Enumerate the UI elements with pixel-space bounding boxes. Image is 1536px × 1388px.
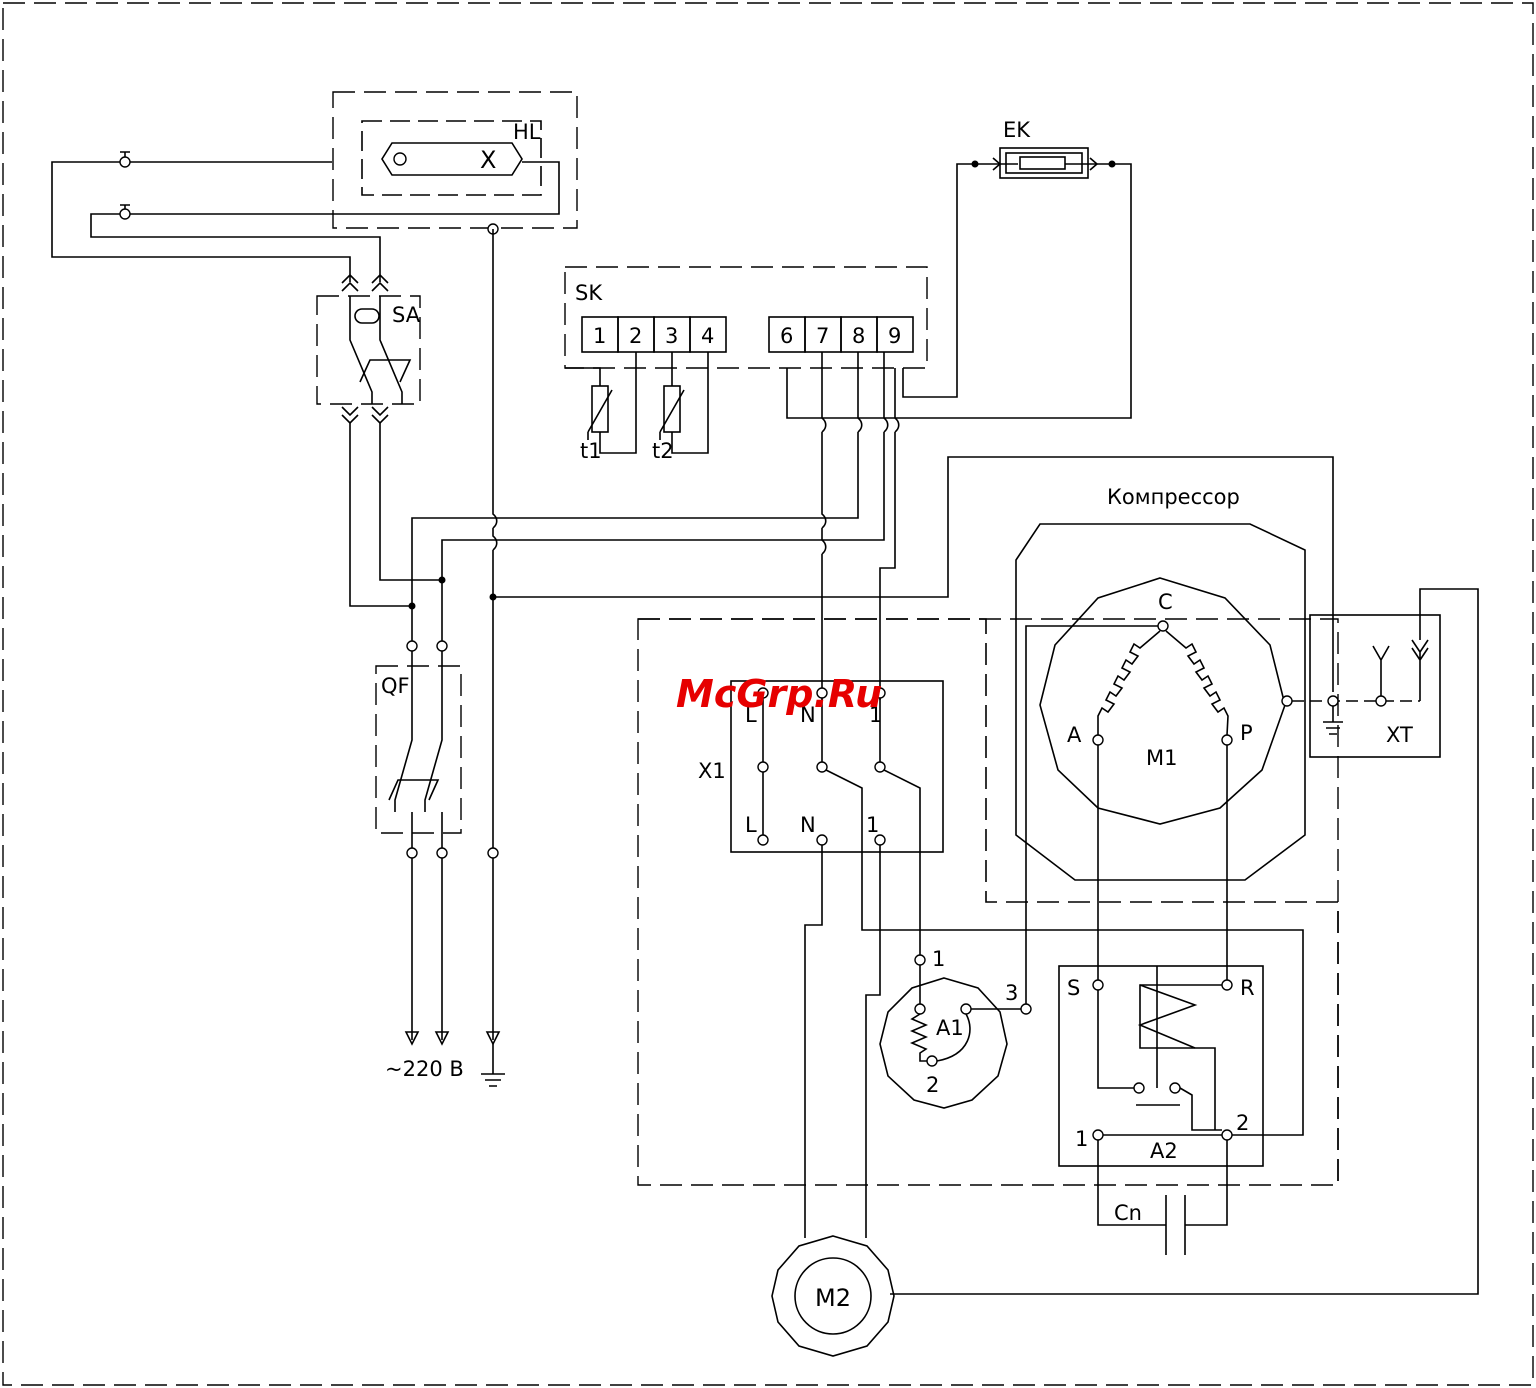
sk-term-6: 6 [780, 324, 793, 348]
xt-label: XT [1386, 723, 1413, 747]
x1-1-to-m2 [866, 845, 880, 1238]
a2-r-label: R [1240, 976, 1255, 1000]
cn-label: Cn [1114, 1201, 1142, 1225]
earth-wire [493, 229, 497, 1040]
supply-terminals: ~220 B [385, 848, 505, 1086]
sk-term-8: 8 [852, 324, 865, 348]
ek-label: EK [1003, 118, 1031, 142]
sk-controller: SK 1 2 3 4 6 7 8 9 [565, 267, 927, 368]
a2-start-relay: S R 1 2 A2 [1059, 966, 1263, 1166]
m1-c-label: C [1158, 590, 1173, 614]
sa-out-2 [380, 423, 442, 580]
supply-label: ~220 B [385, 1057, 464, 1081]
a1-pin3-label: 3 [1005, 981, 1018, 1005]
m1-a-label: A [1067, 723, 1082, 747]
sa-out-1 [350, 423, 412, 606]
a2-pin1-label: 1 [1075, 1127, 1088, 1151]
hl-lamp: X HL [333, 92, 577, 228]
hl-wire-lower [91, 162, 559, 282]
sk-term-3: 3 [665, 324, 678, 348]
m2-fan-motor: M2 [772, 1236, 894, 1356]
m1-p-label: P [1240, 721, 1253, 745]
xt-terminal: XT [890, 589, 1478, 1294]
a2-s-label: S [1067, 976, 1080, 1000]
sk-term-4: 4 [701, 324, 714, 348]
a1-label: A1 [936, 1016, 964, 1040]
x1-n-to-m2 [805, 845, 822, 1238]
a1-pin2-label: 2 [926, 1073, 939, 1097]
t1-label: t1 [580, 439, 602, 463]
hl-x-label: X [480, 146, 496, 174]
x1-n-bot: N [800, 813, 816, 837]
t2-label: t2 [652, 439, 674, 463]
sk-label: SK [575, 281, 603, 305]
m2-label: M2 [815, 1284, 851, 1312]
qf-label: QF [381, 674, 410, 698]
ek-wire-left [903, 164, 975, 397]
compressor-label: Компрессор [1107, 485, 1240, 509]
sk-term-2: 2 [629, 324, 642, 348]
sk-term-7: 7 [816, 324, 829, 348]
sk-wire-7 [822, 352, 826, 700]
compressor: Компрессор C A P M1 [1016, 485, 1305, 880]
ek-wire-right [895, 164, 1131, 418]
sk-term-1: 1 [593, 324, 606, 348]
hl-wire-upper [52, 162, 350, 282]
ek-heater: EK [972, 118, 1116, 178]
sk-wire-8 [412, 352, 862, 606]
x1-l-bot: L [745, 813, 757, 837]
a1-pin1-label: 1 [932, 947, 945, 971]
qf-breaker: QF [376, 580, 461, 858]
x1-1-bot: 1 [866, 813, 879, 837]
a2-pin2-label: 2 [1236, 1111, 1249, 1135]
sa-label: SA [392, 303, 421, 327]
sk-bus-6 [787, 368, 895, 418]
watermark: McGrp.Ru [676, 672, 882, 716]
sk-term-9: 9 [888, 324, 901, 348]
x1-label: X1 [698, 759, 726, 783]
sa-switch: SA [317, 275, 421, 423]
hl-label: HL [513, 120, 541, 144]
m1-label: M1 [1146, 746, 1177, 770]
a2-label: A2 [1150, 1139, 1178, 1163]
a1-protector: 1 A1 2 3 [880, 947, 1031, 1108]
